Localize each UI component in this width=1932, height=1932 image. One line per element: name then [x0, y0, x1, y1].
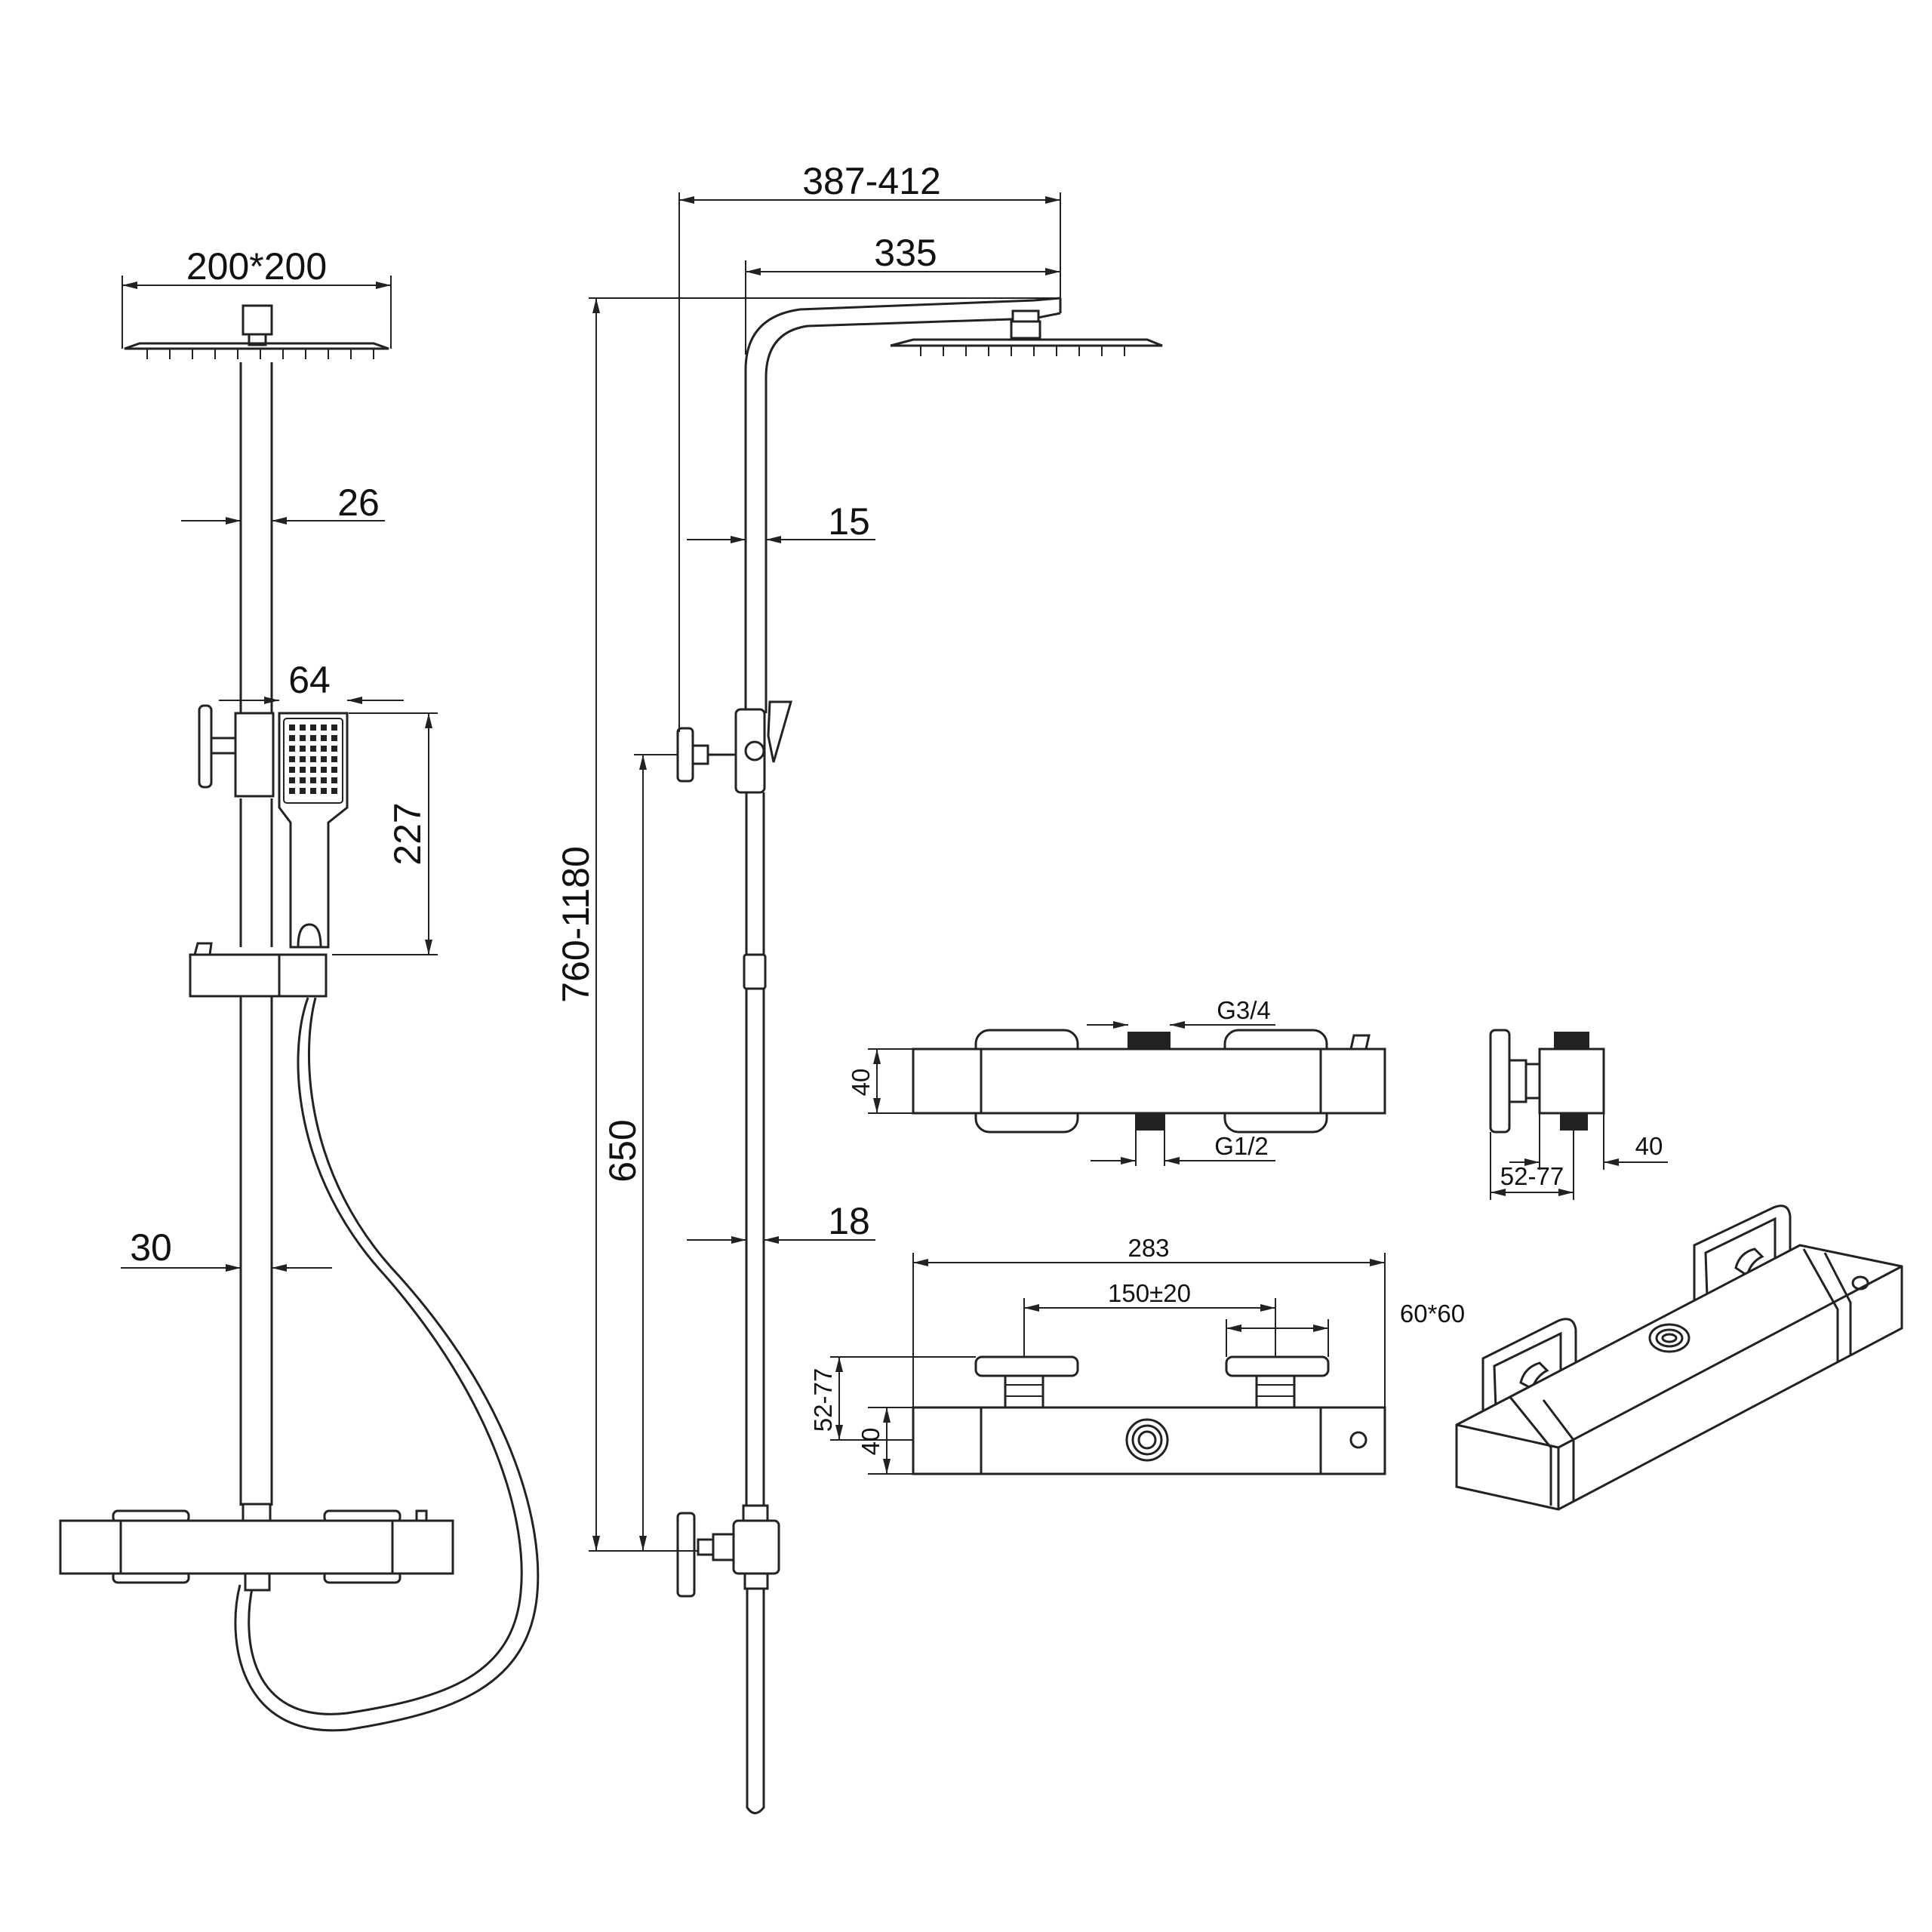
- dim-valve-length: 283: [1128, 1234, 1169, 1262]
- dim-front-offset: 52-77: [809, 1368, 837, 1432]
- rain-head-front: [124, 304, 389, 359]
- dim-rail-length: 650: [601, 1119, 644, 1182]
- spray-nozzles: [289, 724, 337, 794]
- dim-pipe-top: 15: [828, 500, 870, 543]
- hose: [234, 997, 540, 1732]
- front-view: 200*200 26 64 227 30: [59, 245, 540, 1732]
- valve-top-view: G3/4 G1/2 40: [847, 996, 1386, 1166]
- valve-front-view: 283 150±20 60*60 52-77 40: [809, 1234, 1465, 1475]
- dim-head-size: 200*200: [186, 245, 327, 288]
- dim-side-depth: 40: [1635, 1132, 1663, 1160]
- bar-valve-front: [59, 1503, 454, 1592]
- dim-side-offset: 52-77: [1500, 1162, 1564, 1190]
- dim-handshower-width: 64: [288, 659, 331, 701]
- dim-inlet-centers: 150±20: [1108, 1279, 1191, 1307]
- dim-rail-top-width: 26: [337, 481, 380, 524]
- bottom-elbow-side: [676, 1504, 780, 1814]
- dim-rail-bottom-width: 30: [130, 1226, 172, 1269]
- valve-isometric-view: [1455, 1204, 1903, 1511]
- dim-handshower-length: 227: [386, 802, 429, 865]
- dim-top-inlet: G3/4: [1217, 996, 1271, 1024]
- dim-arm-reach: 335: [874, 232, 937, 274]
- dim-height-range: 760-1180: [555, 846, 597, 1003]
- dim-bottom-outlet: G1/2: [1214, 1132, 1269, 1160]
- valve-side-view: 52-77 40: [1489, 1029, 1668, 1200]
- dim-valve-depth: 40: [847, 1069, 875, 1097]
- dim-arm-reach-total: 387-412: [802, 160, 941, 202]
- riser-rail-front: [239, 362, 273, 1506]
- dim-front-depth: 40: [857, 1428, 884, 1456]
- riser-rail-side: [743, 792, 767, 1506]
- side-view: 387-412 335 760-1180 650 15 18: [555, 160, 1163, 1814]
- top-bracket-side: [676, 700, 792, 794]
- dim-escutcheon: 60*60: [1400, 1300, 1465, 1327]
- shower-arm-side: [744, 297, 1163, 713]
- dim-pipe-bottom: 18: [828, 1200, 870, 1242]
- handshower-front: [189, 704, 349, 998]
